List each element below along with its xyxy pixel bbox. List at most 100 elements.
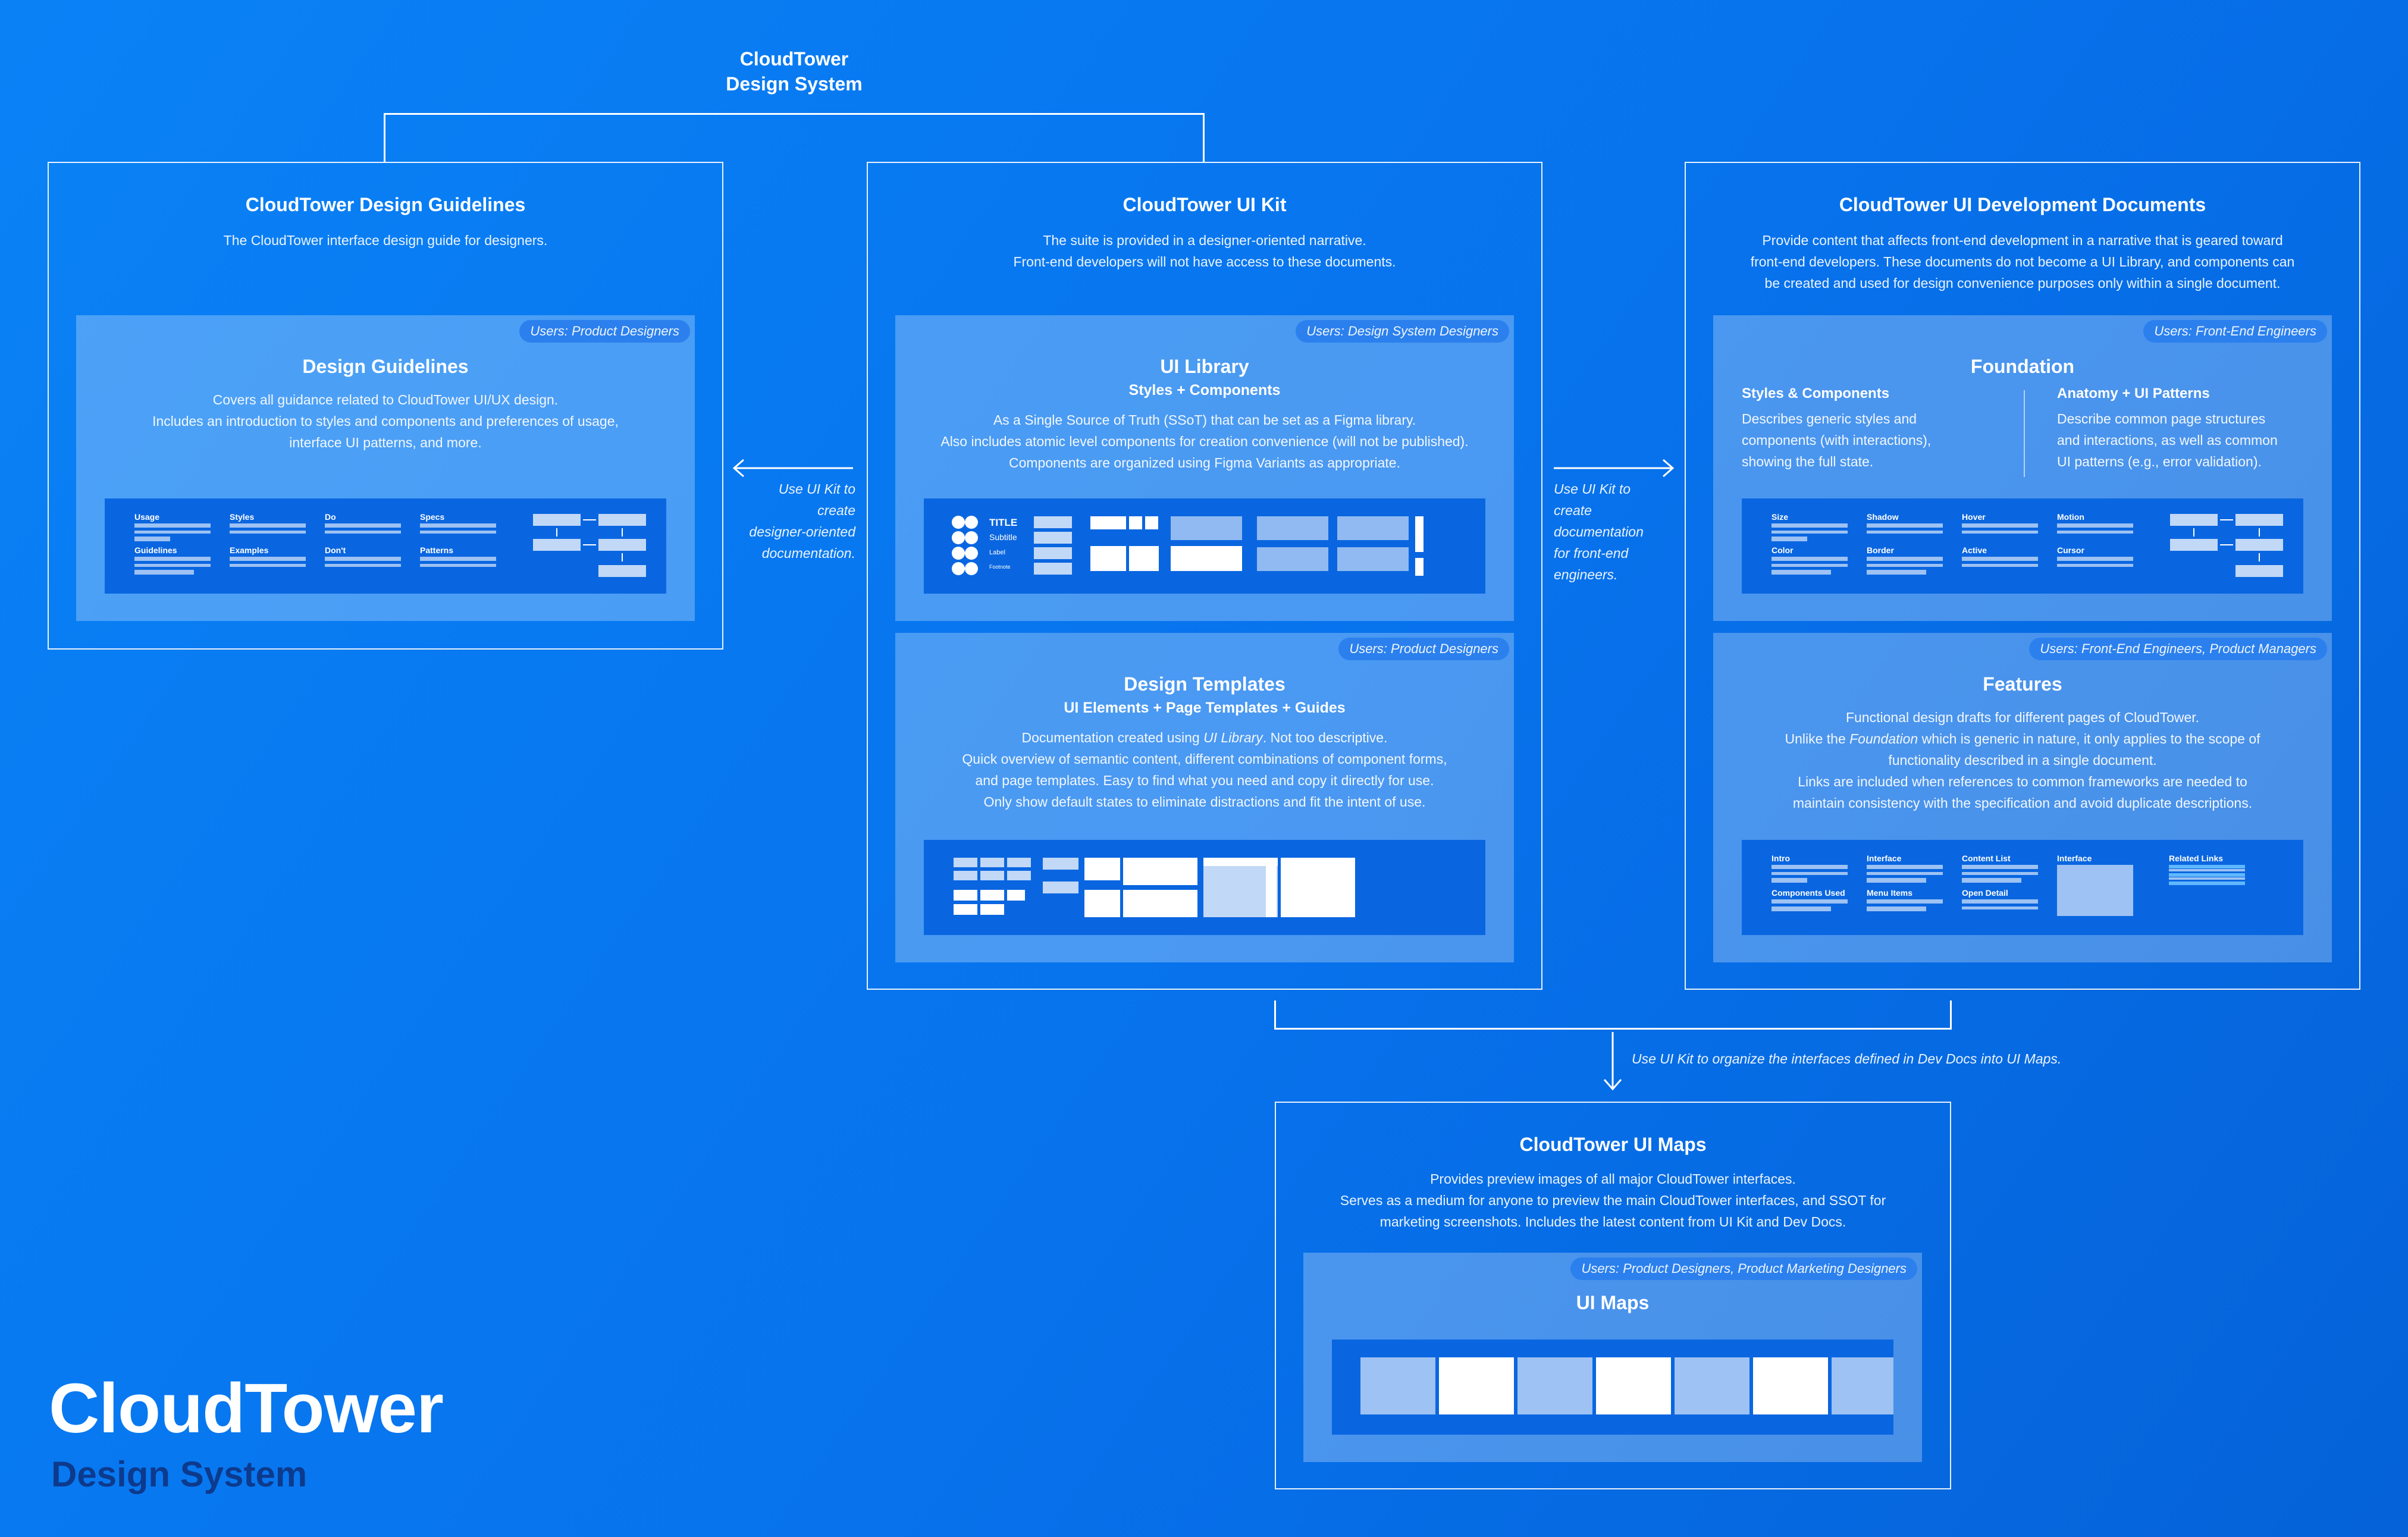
maps-thumbnail [1332, 1340, 1893, 1435]
connector-bottom-left [1274, 1000, 1276, 1029]
templates-subtitle: UI Elements + Page Templates + Guides [1064, 700, 1346, 716]
desc-line: Links are included when references to co… [1798, 774, 2247, 789]
guidelines-title: CloudTower Design Guidelines [245, 194, 526, 215]
connector-root-left [384, 113, 385, 162]
devdocs-box: CloudTower UI Development Documents Prov… [1685, 162, 2360, 990]
thumb-label: Usage [134, 512, 159, 522]
desc-line: The suite is provided in a designer-orie… [1043, 233, 1366, 248]
features-thumbnail: Intro Interface Content List Interface R… [1742, 840, 2303, 935]
library-card: Users: Design System Designers UI Librar… [895, 315, 1514, 621]
root-title: CloudTower Design System [675, 46, 913, 96]
thumb-label: Components Used [1771, 888, 1845, 898]
foundation-divider [2024, 390, 2025, 477]
uikit-title: CloudTower UI Kit [1123, 194, 1287, 215]
desc-line: showing the full state. [1742, 454, 1874, 469]
templates-card: Users: Product Designers Design Template… [895, 633, 1514, 962]
connector-bottom-right [1950, 1000, 1952, 1029]
note-bottom: Use UI Kit to organize the interfaces de… [1632, 1051, 2062, 1067]
templates-title: Design Templates [1124, 673, 1285, 695]
thumb-label: Motion [2057, 512, 2084, 522]
thumb-label: Subtitle [989, 532, 1017, 542]
brand-subtitle: Design System [51, 1454, 308, 1494]
thumb-label: Border [1867, 545, 1894, 555]
guidelines-box: CloudTower Design Guidelines The CloudTo… [48, 162, 723, 650]
maps-title: CloudTower UI Maps [1519, 1134, 1707, 1155]
thumb-label: Size [1771, 512, 1788, 522]
templates-desc: Documentation created using UI Library. … [895, 727, 1514, 813]
note-right-line: documentation [1554, 524, 1644, 539]
thumb-label: Do [325, 512, 336, 522]
templates-thumbnail [924, 840, 1485, 935]
desc-line: Also includes atomic level components fo… [940, 434, 1469, 449]
desc-line: and page templates. Easy to find what yo… [975, 773, 1434, 788]
note-right-line: create [1554, 503, 1592, 518]
guidelines-card-title: Design Guidelines [302, 356, 469, 377]
foundation-col2-desc: Describe common page structures and inte… [2057, 408, 2278, 472]
desc-text: Unlike the [1785, 731, 1850, 746]
desc-line: Quick overview of semantic content, diff… [962, 751, 1447, 767]
desc-line: interface UI patterns, and more. [289, 435, 482, 450]
desc-text: . Not too descriptive. [1262, 730, 1388, 745]
thumb-label: Related Links [2169, 854, 2223, 863]
desc-line: components (with interactions), [1742, 432, 1932, 448]
thumb-label: Cursor [2057, 545, 2084, 555]
desc-line: Describes generic styles and [1742, 411, 1917, 426]
desc-emphasis: Foundation [1849, 731, 1918, 746]
desc-line: Provides preview images of all major Clo… [1430, 1171, 1796, 1187]
thumb-label: Content List [1962, 854, 2011, 863]
guidelines-desc: The CloudTower interface design guide fo… [223, 233, 548, 248]
connector-root-right [1203, 113, 1205, 162]
library-desc: As a Single Source of Truth (SSoT) that … [895, 409, 1514, 473]
note-left-line: designer-oriented [749, 524, 855, 539]
uikit-desc: The suite is provided in a designer-orie… [868, 230, 1541, 272]
desc-line: front-end developers. These documents do… [1750, 254, 2295, 269]
desc-line: and interactions, as well as common [2057, 432, 2278, 448]
features-desc: Functional design drafts for different p… [1713, 707, 2332, 814]
foundation-thumbnail: Size Shadow Hover Motion Color Border Ac… [1742, 498, 2303, 594]
thumb-label: Color [1771, 545, 1794, 555]
desc-line: marketing screenshots. Includes the late… [1379, 1214, 1846, 1229]
arrow-left-icon [732, 459, 853, 478]
note-right: Use UI Kit to create documentation for f… [1554, 478, 1691, 585]
thumb-label: Open Detail [1962, 888, 2008, 898]
maps-box: CloudTower UI Maps Provides preview imag… [1275, 1102, 1951, 1489]
guidelines-badge: Users: Product Designers [519, 320, 690, 343]
desc-line: Describe common page structures [2057, 411, 2266, 426]
thumb-label: Interface [1867, 854, 1902, 863]
note-right-line: for front-end [1554, 545, 1629, 561]
note-left-line: Use UI Kit to [778, 481, 855, 497]
foundation-col1-title: Styles & Components [1742, 385, 1890, 401]
features-card: Users: Front-End Engineers, Product Mana… [1713, 633, 2332, 962]
desc-line: Covers all guidance related to CloudTowe… [212, 392, 559, 407]
foundation-card: Users: Front-End Engineers Foundation St… [1713, 315, 2332, 621]
library-subtitle: Styles + Components [1128, 382, 1281, 399]
desc-line: Only show default states to eliminate di… [983, 794, 1426, 810]
thumb-label: TITLE [989, 517, 1017, 528]
root-title-line1: CloudTower [739, 48, 849, 70]
thumb-label: Patterns [420, 545, 453, 555]
thumb-label: Specs [420, 512, 444, 522]
guidelines-card-desc: Covers all guidance related to CloudTowe… [76, 389, 695, 453]
maps-badge: Users: Product Designers, Product Market… [1570, 1257, 1917, 1280]
thumb-label: Label [989, 549, 1005, 556]
thumb-label: Don't [325, 545, 346, 555]
root-title-line2: Design System [726, 73, 863, 95]
templates-badge: Users: Product Designers [1338, 638, 1509, 660]
desc-emphasis: UI Library [1203, 730, 1263, 745]
note-right-line: engineers. [1554, 567, 1618, 582]
thumb-label: Guidelines [134, 545, 177, 555]
desc-line: UI patterns (e.g., error validation). [2057, 454, 2262, 469]
foundation-col1-desc: Describes generic styles and components … [1742, 408, 1931, 472]
thumb-label: Shadow [1867, 512, 1899, 522]
guidelines-card: Users: Product Designers Design Guidelin… [76, 315, 695, 621]
desc-line: Provide content that affects front-end d… [1762, 233, 2283, 248]
desc-line: Serves as a medium for anyone to preview… [1340, 1193, 1886, 1208]
thumb-label: Interface [2057, 854, 2092, 863]
thumb-label: Hover [1962, 512, 1986, 522]
features-title: Features [1983, 673, 2062, 695]
library-title: UI Library [1160, 356, 1249, 377]
thumb-label: Intro [1771, 854, 1790, 863]
library-thumbnail: TITLE Subtitle Label Footnote [924, 498, 1485, 594]
connector-bottom-h [1274, 1028, 1952, 1030]
note-left-line: create [817, 503, 855, 518]
